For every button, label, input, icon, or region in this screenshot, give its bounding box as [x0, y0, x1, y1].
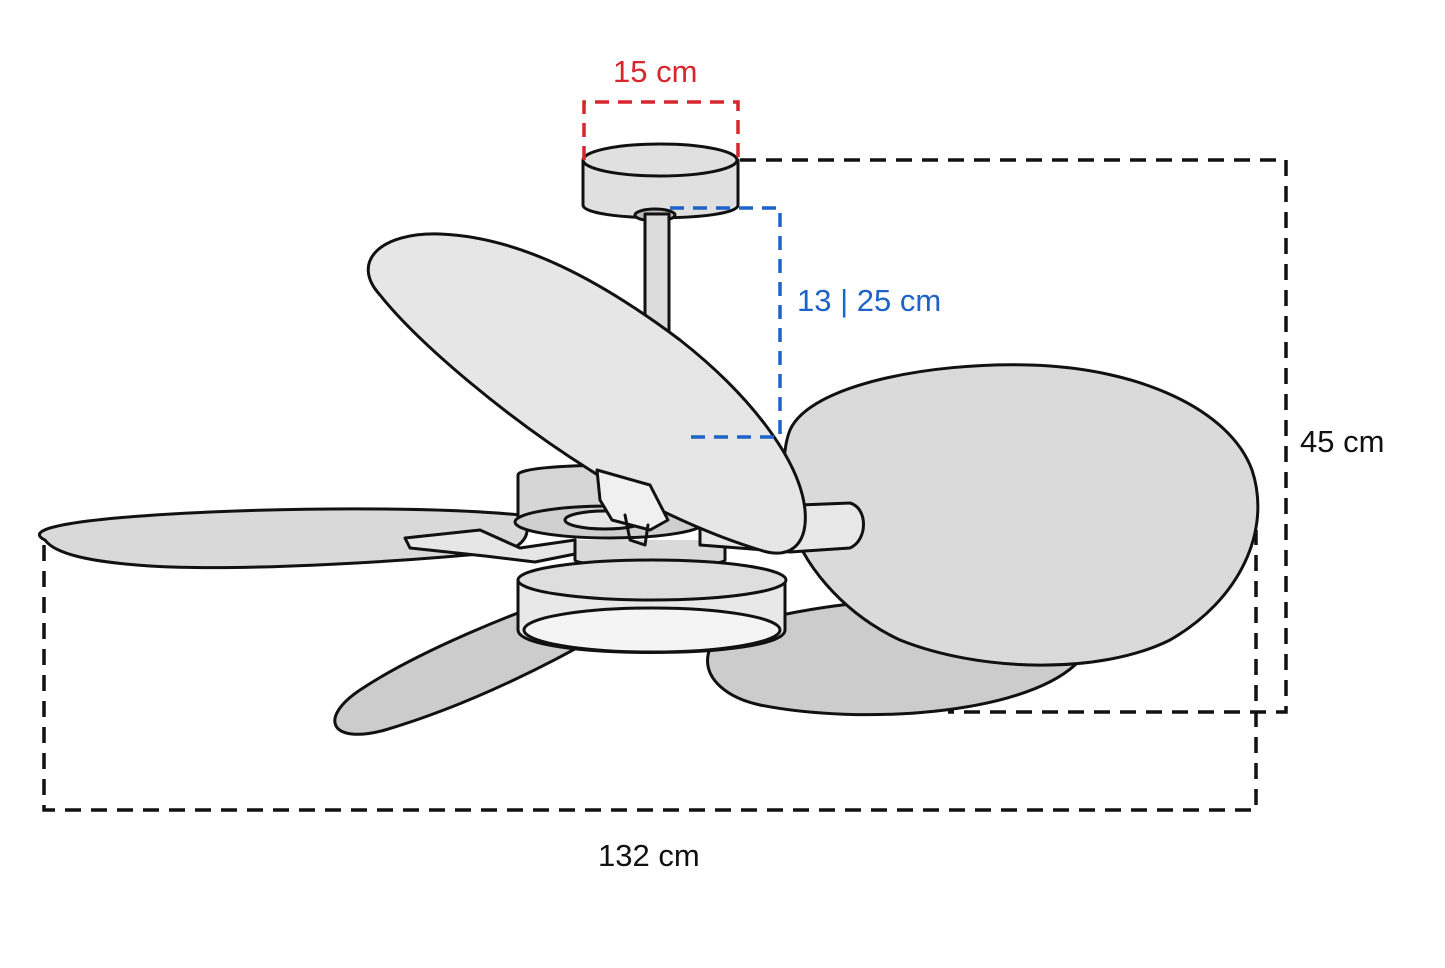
canopy-width-label: 15 cm — [613, 54, 698, 89]
total-height-label: 45 cm — [1300, 424, 1385, 459]
fan-blade-right — [782, 363, 1260, 667]
blade-span-guide — [42, 530, 1258, 812]
height-guide — [740, 158, 1288, 714]
light-cover — [522, 606, 782, 654]
downrod-length-label: 13 | 25 cm — [797, 283, 942, 318]
fan-blade-front — [366, 232, 807, 555]
blade-bracket-front — [595, 468, 670, 532]
canopy-top — [581, 142, 739, 178]
blade-span-label: 132 cm — [598, 838, 700, 873]
canopy-width-guide — [582, 100, 740, 160]
blade-bracket-front-arm — [623, 513, 650, 547]
light-kit-top — [516, 558, 788, 602]
downrod-length-guide — [670, 206, 782, 439]
